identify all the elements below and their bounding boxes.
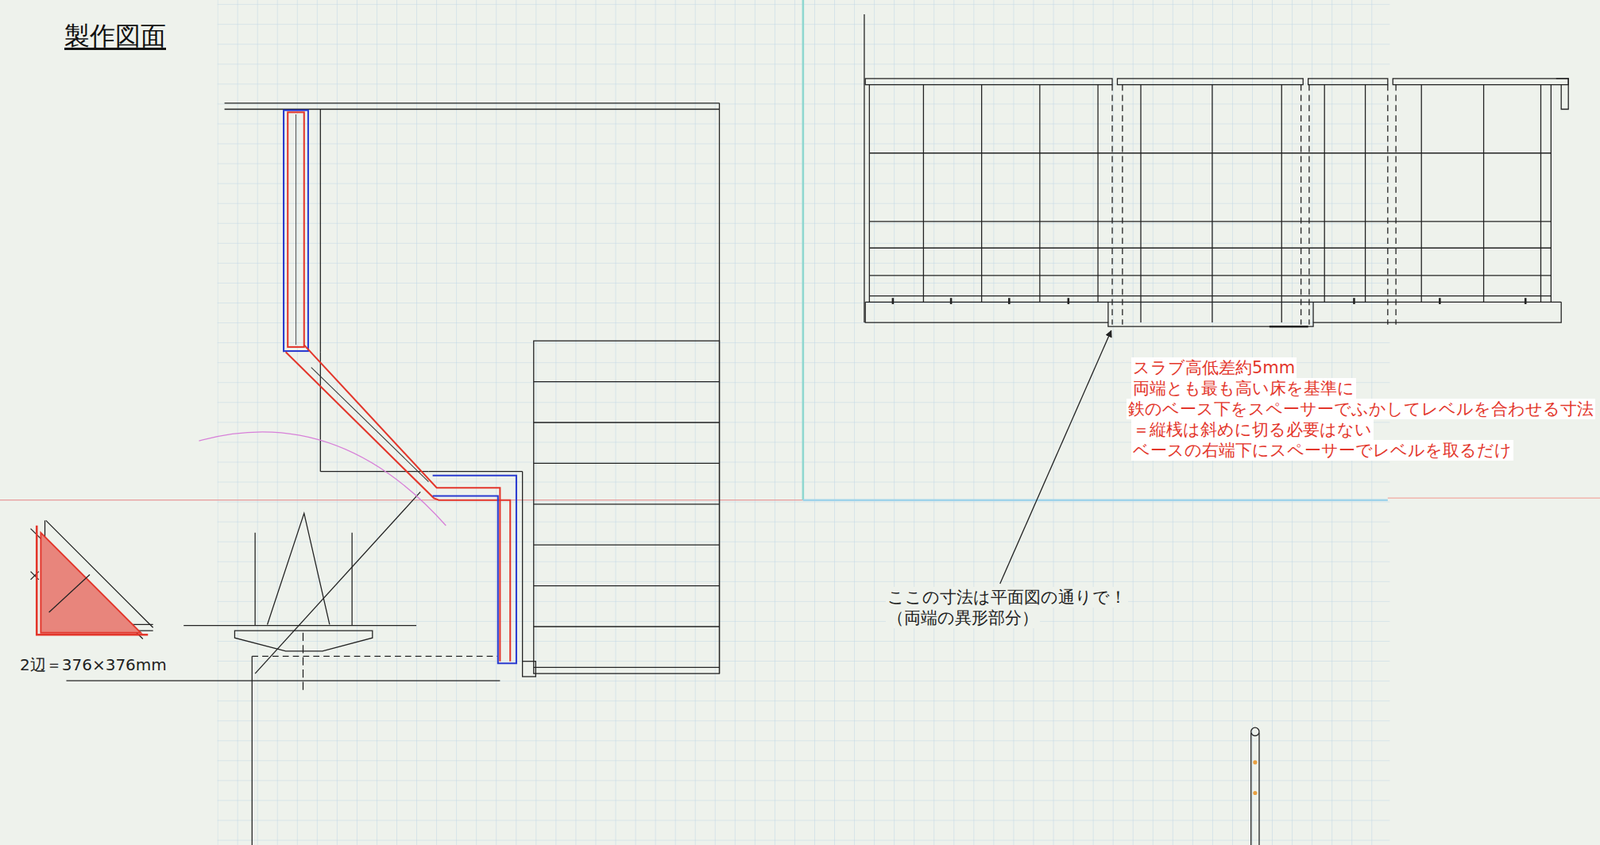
note-line: （両端の異形部分） [885, 607, 1040, 629]
note-line: 両端とも最も高い床を基準に [1131, 378, 1357, 399]
drawing-title: 製作図面 [64, 19, 167, 55]
dimension-label: 2辺＝376×376mm [19, 654, 167, 677]
note-line: スラブ高低差約5mm [1131, 357, 1297, 379]
note-line: ＝縦桟は斜めに切る必要はない [1131, 419, 1374, 441]
note-line: ベースの右端下にスペーサーでレベルを取るだけ [1131, 440, 1514, 461]
note-line: 鉄のベース下をスペーサーでふかしてレベルを合わせる寸法 [1126, 398, 1596, 420]
note-line: ここの寸法は平面図の通りで！ [885, 587, 1129, 608]
